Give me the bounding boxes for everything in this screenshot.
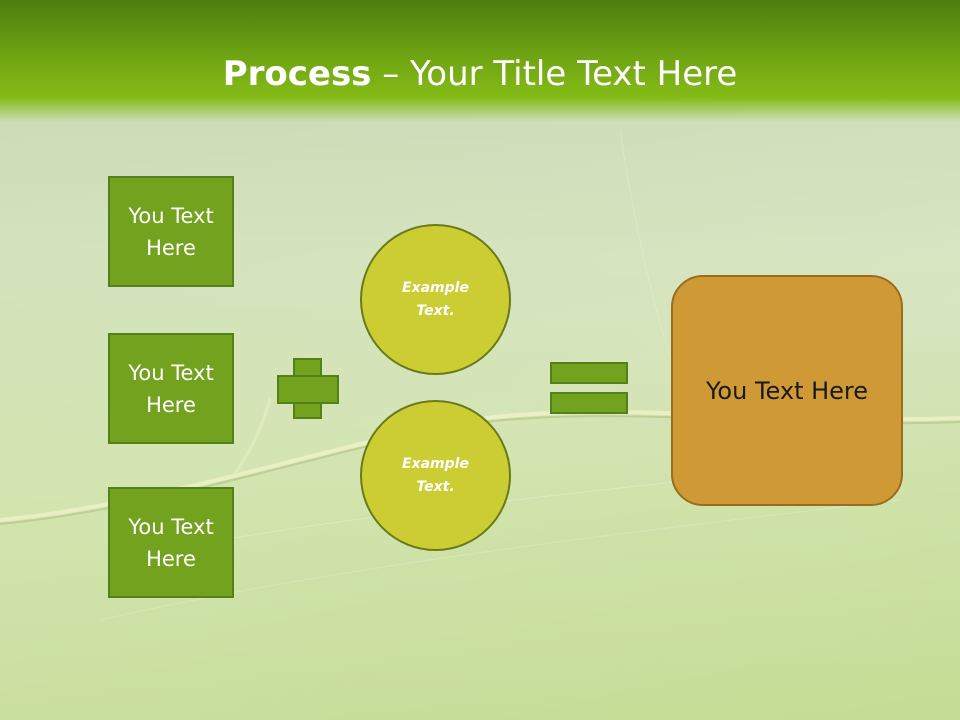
- title-bold: Process: [222, 54, 372, 94]
- circle-1: Example Text.: [360, 224, 511, 375]
- circle-1-label: Example Text.: [402, 279, 469, 319]
- title-rest: – Your Title Text Here: [371, 54, 738, 94]
- input-box-2: You Text Here: [108, 333, 234, 444]
- result-label: You Text Here: [705, 376, 869, 405]
- title-bar: [0, 0, 960, 122]
- input-box-1: You Text Here: [108, 176, 234, 287]
- input-box-3: You Text Here: [108, 487, 234, 598]
- input-box-2-label: You Text Here: [128, 360, 214, 417]
- input-box-3-label: You Text Here: [128, 514, 214, 571]
- input-box-1-label: You Text Here: [128, 203, 214, 260]
- circle-2: Example Text.: [360, 400, 511, 551]
- circle-2-label: Example Text.: [402, 455, 469, 495]
- slide-title: Process – Your Title Text Here: [0, 50, 960, 98]
- result-box: You Text Here: [671, 275, 903, 506]
